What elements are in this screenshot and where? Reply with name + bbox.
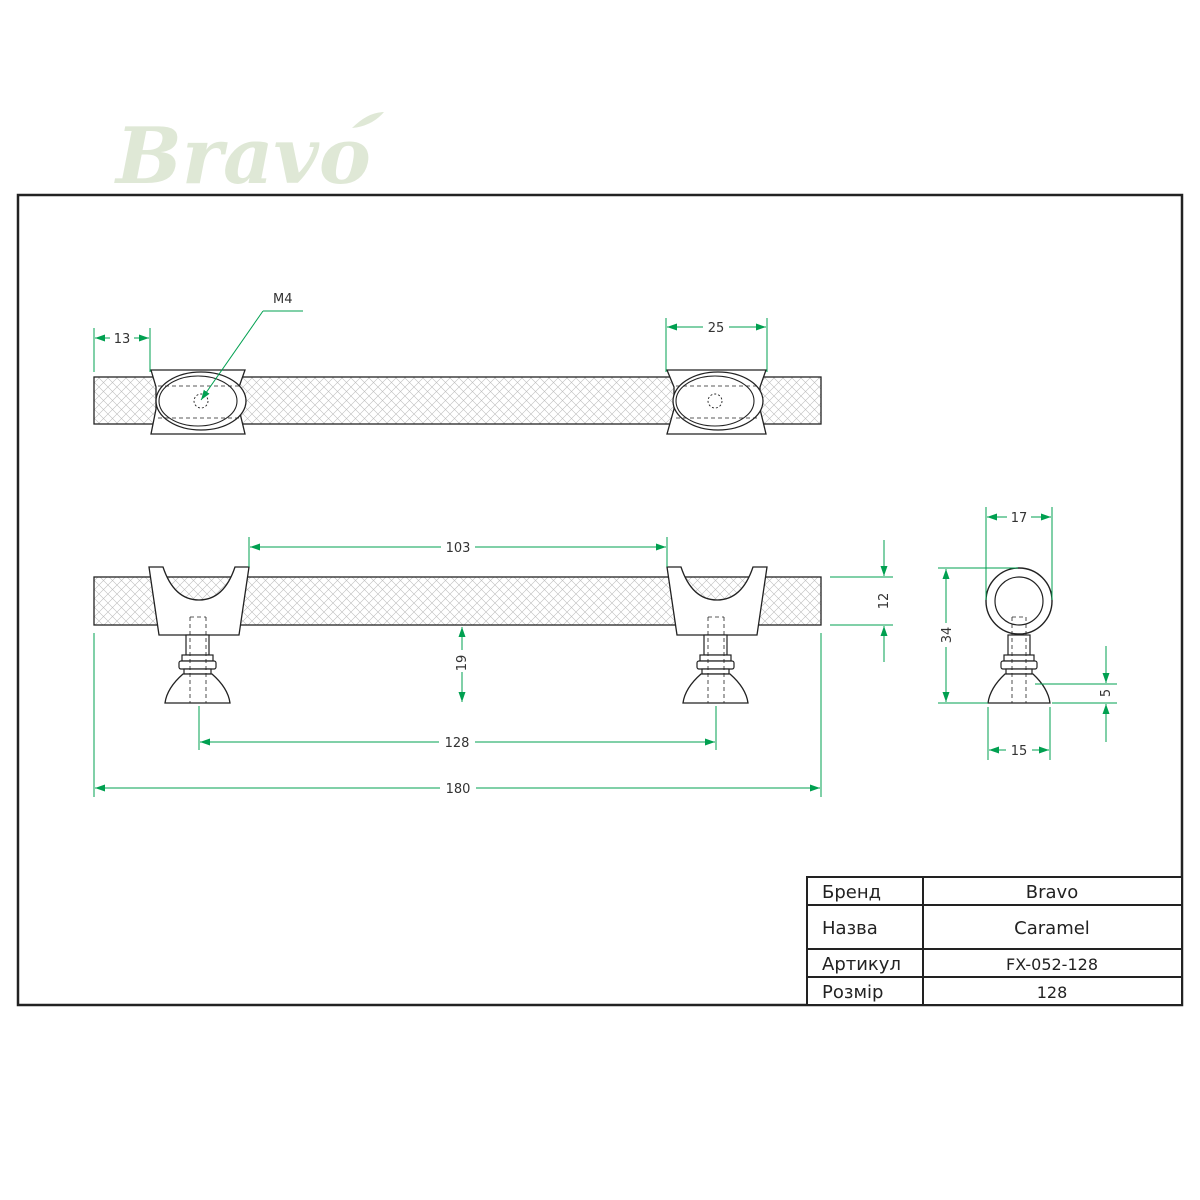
- inner-spacing-label: 103: [446, 541, 471, 556]
- title-block: Бренд Bravo Назва Caramel Артикул FX-052…: [806, 876, 1183, 1006]
- title-block-value-size: 128: [1037, 983, 1068, 1002]
- dim-inner-spacing: 103: [248, 537, 668, 567]
- side-width-label: 17: [1011, 511, 1028, 526]
- base-offset-label: 13: [114, 332, 131, 347]
- dim-height: 19: [453, 627, 471, 702]
- top-view-right-mount: [666, 369, 767, 435]
- hole-spacing-label: 128: [445, 736, 470, 751]
- title-block-label-article: Артикул: [822, 954, 901, 975]
- front-view-left-post: [148, 566, 250, 704]
- title-block-label-brand: Бренд: [822, 882, 881, 903]
- dim-base-offset: 13: [93, 328, 151, 372]
- top-view: M4 13 25: [93, 292, 822, 435]
- brand-logo: Bravo: [114, 111, 384, 202]
- side-view-post: [987, 616, 1051, 704]
- thickness-label: 12: [877, 593, 892, 610]
- height-label: 19: [455, 655, 470, 672]
- dim-overall-length: 180: [93, 633, 822, 797]
- front-view-right-post: [666, 566, 768, 704]
- thread-label: M4: [273, 292, 293, 307]
- foot-width-label: 15: [1011, 744, 1028, 759]
- dim-hole-spacing: 128: [198, 706, 717, 751]
- side-view-ring-inner: [994, 576, 1044, 626]
- dim-foot-width: 15: [987, 707, 1051, 760]
- overall-length-label: 180: [446, 782, 471, 797]
- dim-thickness: 12: [830, 540, 893, 662]
- brand-logo-text: Bravo: [114, 111, 371, 202]
- dim-side-width: 17: [985, 507, 1053, 600]
- thread-callout: M4: [200, 292, 303, 401]
- dim-side-height: 34: [938, 567, 1018, 704]
- dim-foot-height: 5: [1035, 646, 1117, 742]
- title-block-label-size: Розмір: [822, 982, 883, 1003]
- title-block-label-name: Назва: [822, 918, 878, 939]
- top-view-left-mount: [150, 369, 247, 435]
- title-block-value-article: FX-052-128: [1006, 955, 1098, 974]
- base-width-label: 25: [708, 321, 725, 336]
- front-view: 103 12 19 128: [93, 537, 893, 797]
- dim-base-width: 25: [665, 318, 768, 372]
- title-block-value-name: Caramel: [1014, 918, 1090, 939]
- foot-height-label: 5: [1099, 689, 1114, 697]
- drawing-frame: [16, 193, 1184, 1007]
- title-block-value-brand: Bravo: [1026, 882, 1078, 903]
- side-height-label: 34: [940, 627, 955, 644]
- logo-accent-leaf: [352, 112, 384, 128]
- side-view: 17 34 5 15: [938, 507, 1117, 760]
